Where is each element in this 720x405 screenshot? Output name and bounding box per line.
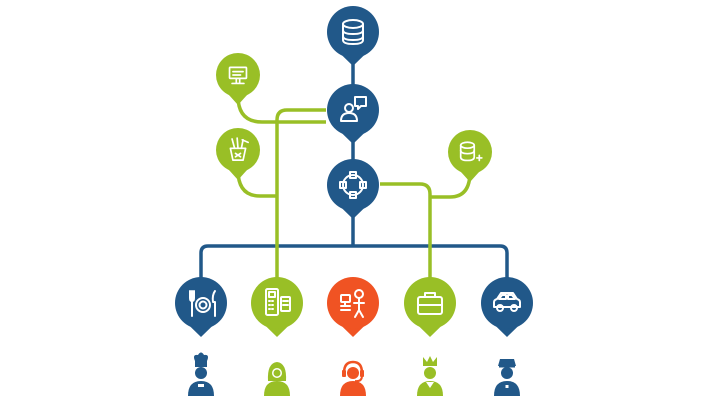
- king-icon: [417, 356, 443, 396]
- node-user-chat: [327, 84, 379, 144]
- support-agent-icon: [340, 289, 365, 318]
- node-circle: [327, 159, 379, 211]
- node-monitor: [216, 53, 260, 105]
- line-dbadd-to-hub: [430, 171, 472, 199]
- node-database-add: [448, 130, 492, 182]
- noodle-box-icon: [229, 137, 250, 162]
- database-icon: [342, 19, 364, 45]
- node-pointer: [496, 326, 518, 337]
- node-circle: [216, 128, 260, 172]
- woman-icon: [264, 362, 290, 396]
- node-pointer: [342, 326, 364, 337]
- node-top-database: [327, 6, 379, 66]
- user-chat-icon: [340, 96, 367, 122]
- payment-terminal-icon: [265, 288, 291, 316]
- line-noodles-to-bus: [236, 169, 277, 198]
- node-pointer: [228, 94, 248, 105]
- node-pointer: [342, 55, 364, 66]
- people-layer: [188, 352, 520, 396]
- network-hub-icon: [339, 171, 367, 199]
- car-icon: [493, 292, 521, 312]
- node-pointer: [460, 171, 480, 182]
- monitor-icon: [228, 66, 248, 85]
- database-add-icon: [459, 141, 483, 162]
- line-bottom-bus: [199, 244, 509, 278]
- node-noodles: [216, 128, 260, 180]
- node-car: [481, 277, 533, 337]
- police-officer-icon: [494, 359, 520, 396]
- plate-cutlery-icon: [189, 290, 216, 317]
- node-circle: [448, 130, 492, 174]
- node-restaurant: [175, 277, 227, 337]
- node-circle: [327, 6, 379, 58]
- node-briefcase: [404, 277, 456, 337]
- node-payment-terminal: [251, 277, 303, 337]
- node-pointer: [342, 133, 364, 144]
- node-support-agent: [327, 277, 379, 337]
- node-pointer: [228, 169, 248, 180]
- line-userchat-to-terminal: [275, 108, 326, 278]
- briefcase-icon: [417, 292, 443, 315]
- node-circle: [404, 277, 456, 329]
- node-hub: [327, 159, 379, 219]
- node-pointer: [342, 208, 364, 219]
- line-hub-to-briefcase: [380, 182, 432, 278]
- node-layer: [175, 6, 533, 337]
- headset-operator-icon: [340, 360, 366, 396]
- node-pointer: [266, 326, 288, 337]
- chef-icon: [188, 352, 214, 396]
- node-circle: [481, 277, 533, 329]
- node-pointer: [190, 326, 212, 337]
- node-pointer: [419, 326, 441, 337]
- node-circle: [251, 277, 303, 329]
